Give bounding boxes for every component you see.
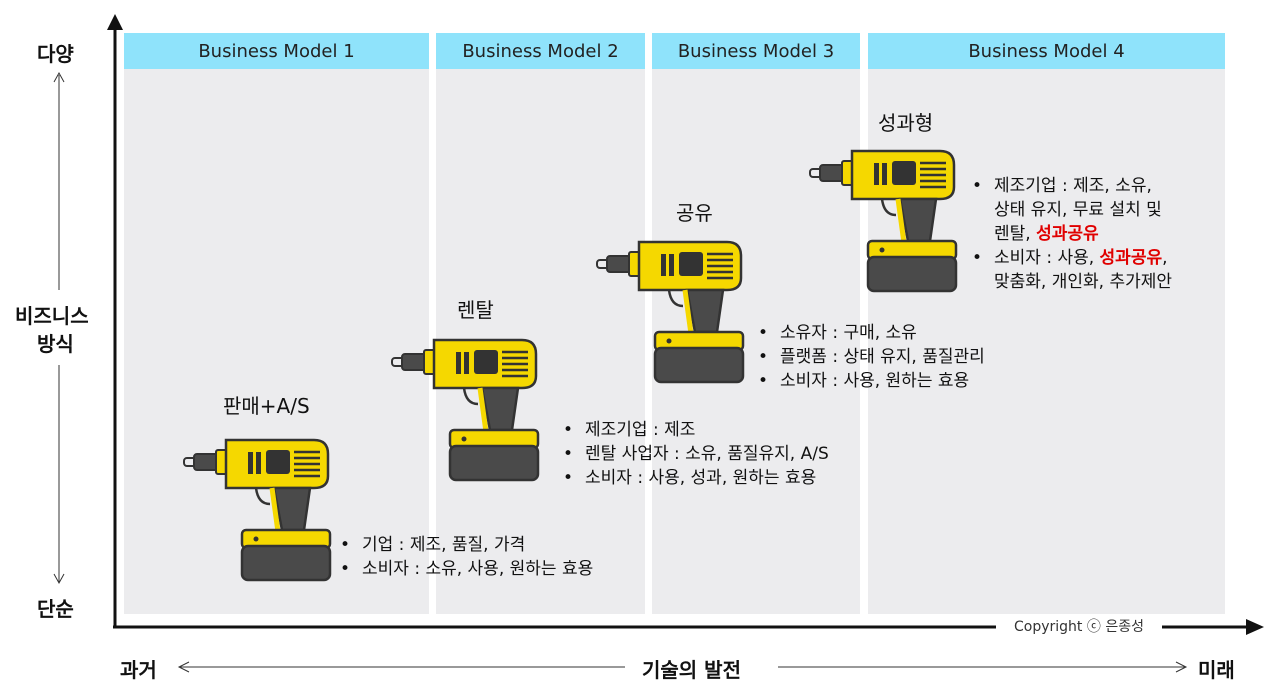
bullet-text: 소유자 : 구매, 소유 [780,323,917,343]
bullet-text: 렌탈, [994,224,1036,244]
x-axis-right-label: 미래 [1198,654,1235,683]
y-axis-middle-label-2: 방식 [37,328,74,357]
stage-bullets-1: 기업 : 제조, 품질, 가격소비자 : 소유, 사용, 원하는 효용 [338,533,593,581]
bullet-item: 소유자 : 구매, 소유 [756,321,985,345]
y-axis-top-label: 다양 [37,38,74,67]
stage-title-4: 성과형 [878,107,933,136]
highlight-text: 성과공유 [1100,248,1163,268]
highlight-text: 성과공유 [1036,224,1099,244]
drill-icon [808,143,963,298]
bullet-item: 렌탈 사업자 : 소유, 품질유지, A/S [561,442,829,466]
bullet-text: 소비자 : 사용, 원하는 효용 [780,371,969,391]
bullet-item: 소비자 : 소유, 사용, 원하는 효용 [338,557,593,581]
bullet-text: 제조기업 : 제조, 소유, [994,176,1152,196]
copyright-text: Copyright ⓒ 은종성 [996,617,1162,637]
stage-bullets-4: 제조기업 : 제조, 소유,상태 유지, 무료 설치 및렌탈, 성과공유소비자 … [970,174,1172,294]
bullet-text: 제조기업 : 제조 [585,420,695,440]
bullet-text: 플랫폼 : 상태 유지, 품질관리 [780,347,985,367]
bullet-text: 렌탈 사업자 : 소유, 품질유지, A/S [585,444,829,464]
drill-icon [595,234,750,389]
bullet-text: 소비자 : 사용, 성과, 원하는 효용 [585,468,816,488]
bullet-item: 제조기업 : 제조, 소유, 상태 유지, 무료 설치 및렌탈, 성과공유 [970,174,1172,246]
bullet-item: 제조기업 : 제조 [561,418,829,442]
x-axis-left-label: 과거 [120,654,157,683]
bullet-text: , [1162,248,1167,268]
bullet-text: 상태 유지, 무료 설치 및 [994,200,1162,220]
x-axis-center-label: 기술의 발전 [642,654,741,683]
y-axis-bottom-label: 단순 [37,593,74,622]
bullet-item: 소비자 : 사용, 성과공유, 맞춤화, 개인화, 추가제안 [970,246,1172,294]
bullet-item: 소비자 : 사용, 원하는 효용 [756,369,985,393]
bullet-text: 기업 : 제조, 품질, 가격 [362,535,525,555]
bullet-item: 기업 : 제조, 품질, 가격 [338,533,593,557]
bullet-text: 소비자 : 사용, [994,248,1100,268]
stage-title-3: 공유 [676,197,713,226]
stage-title-2: 렌탈 [457,294,494,323]
bullet-text: 소비자 : 소유, 사용, 원하는 효용 [362,559,593,579]
arrow-right-icon [1246,619,1264,635]
bullet-item: 플랫폼 : 상태 유지, 품질관리 [756,345,985,369]
bullet-text: 맞춤화, 개인화, 추가제안 [994,272,1172,292]
bullet-item: 소비자 : 사용, 성과, 원하는 효용 [561,466,829,490]
drill-icon [390,332,545,487]
drill-icon [182,432,337,587]
stage-bullets-2: 제조기업 : 제조렌탈 사업자 : 소유, 품질유지, A/S 소비자 : 사용,… [561,418,829,490]
stage-bullets-3: 소유자 : 구매, 소유플랫폼 : 상태 유지, 품질관리소비자 : 사용, 원… [756,321,985,393]
stage-title-1: 판매+A/S [223,390,310,419]
y-axis-middle-label-1: 비즈니스 [15,300,89,329]
arrow-up-icon [107,14,123,30]
